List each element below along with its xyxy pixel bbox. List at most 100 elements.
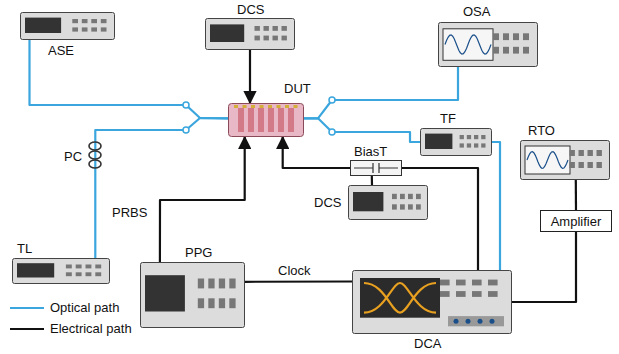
instrument-display	[145, 275, 185, 311]
panel-button	[579, 162, 584, 168]
legend-sample	[10, 328, 44, 330]
chip-waveguide	[268, 108, 274, 132]
instrument-label: TL	[17, 241, 32, 256]
panel-button	[86, 265, 92, 269]
panel-button	[101, 27, 107, 31]
panel-button	[588, 162, 593, 168]
instrument-node: DCA	[352, 270, 512, 334]
chip-waveguide	[248, 108, 254, 132]
panel-button	[255, 26, 260, 31]
panel-button	[82, 19, 88, 23]
instrument-picture	[350, 160, 402, 176]
panel-button	[488, 291, 498, 297]
instrument-label: ASE	[48, 43, 74, 58]
panel-button	[474, 143, 478, 147]
instrument-node: DCS	[348, 185, 428, 220]
panel-button	[467, 135, 471, 139]
instrument-node: PPG	[140, 262, 245, 328]
chip-waveguide	[238, 108, 244, 132]
panel-button	[91, 27, 97, 31]
optical-fiber	[95, 118, 228, 258]
instrument-label: DCA	[414, 336, 441, 351]
polarization-controller-coil	[89, 142, 101, 168]
instrument-display	[425, 134, 452, 149]
switch-port	[329, 97, 335, 103]
panel-button	[72, 27, 78, 31]
panel-button	[588, 150, 593, 156]
panel-button	[493, 47, 499, 54]
panel-button	[400, 194, 405, 199]
panel-button	[101, 19, 107, 23]
bond-pad	[294, 105, 298, 108]
legend-text: Electrical path	[50, 321, 132, 336]
panel-button	[82, 27, 88, 31]
instrument-picture	[520, 140, 610, 180]
coil-loop	[89, 160, 101, 168]
panel-button	[198, 298, 204, 308]
component-label: PC	[62, 149, 84, 164]
panel-button	[460, 143, 464, 147]
bond-pad	[234, 105, 238, 108]
instrument-picture	[420, 128, 492, 156]
instrument-housing	[421, 129, 492, 156]
instrument-picture	[348, 185, 428, 220]
electrical-cable	[160, 137, 245, 262]
panel-button	[597, 150, 602, 156]
instrument-display	[25, 18, 61, 33]
instrument-node: DUT	[228, 103, 304, 137]
panel-button	[456, 291, 466, 297]
panel-button	[503, 33, 509, 40]
instrument-label: RTO	[528, 123, 555, 138]
instrument-label: BiasT	[354, 144, 387, 159]
panel-button	[488, 280, 498, 286]
scope-screen	[443, 29, 493, 61]
panel-button	[95, 265, 101, 269]
instrument-picture	[228, 103, 304, 137]
instrument-label: DCS	[314, 195, 341, 210]
optical-fiber	[492, 142, 500, 270]
panel-button	[76, 272, 82, 276]
instrument-picture	[20, 12, 115, 40]
panel-button	[523, 33, 529, 40]
instrument-housing	[206, 19, 295, 50]
bond-pad	[285, 105, 289, 108]
panel-button	[86, 272, 92, 276]
panel-button	[503, 47, 509, 54]
electrical-cable	[245, 280, 352, 282]
panel-button	[570, 150, 575, 156]
panel-button	[513, 33, 519, 40]
panel-button	[408, 204, 413, 209]
chip-waveguide	[288, 108, 294, 132]
panel-button	[95, 272, 101, 276]
panel-button	[392, 204, 397, 209]
switch-port	[183, 102, 189, 108]
input-module	[448, 316, 504, 326]
electrical-cable	[371, 176, 373, 185]
panel-button	[66, 265, 72, 269]
signal-label: Clock	[276, 263, 313, 278]
optical-fiber	[304, 67, 458, 118]
amplifier-node: Amplifier	[540, 210, 612, 232]
trace-waveform	[445, 35, 491, 54]
panel-button	[440, 280, 450, 286]
panel-button	[570, 162, 575, 168]
optical-fiber	[30, 40, 229, 118]
electrical-cable	[249, 50, 251, 103]
panel-button	[264, 36, 269, 41]
panel-button	[416, 204, 421, 209]
instrument-housing	[21, 13, 115, 40]
panel-button	[229, 279, 235, 289]
panel-button	[208, 279, 214, 289]
amplifier-box	[541, 211, 612, 232]
panel-button	[282, 36, 287, 41]
switch-port	[183, 127, 189, 133]
input-port	[466, 319, 471, 324]
panel-button	[472, 291, 482, 297]
panel-button	[219, 279, 225, 289]
input-port	[490, 319, 495, 324]
input-port	[478, 319, 483, 324]
instrument-picture	[205, 18, 295, 50]
panel-button	[456, 280, 466, 286]
instrument-housing	[13, 259, 110, 284]
panel-button	[472, 280, 482, 286]
